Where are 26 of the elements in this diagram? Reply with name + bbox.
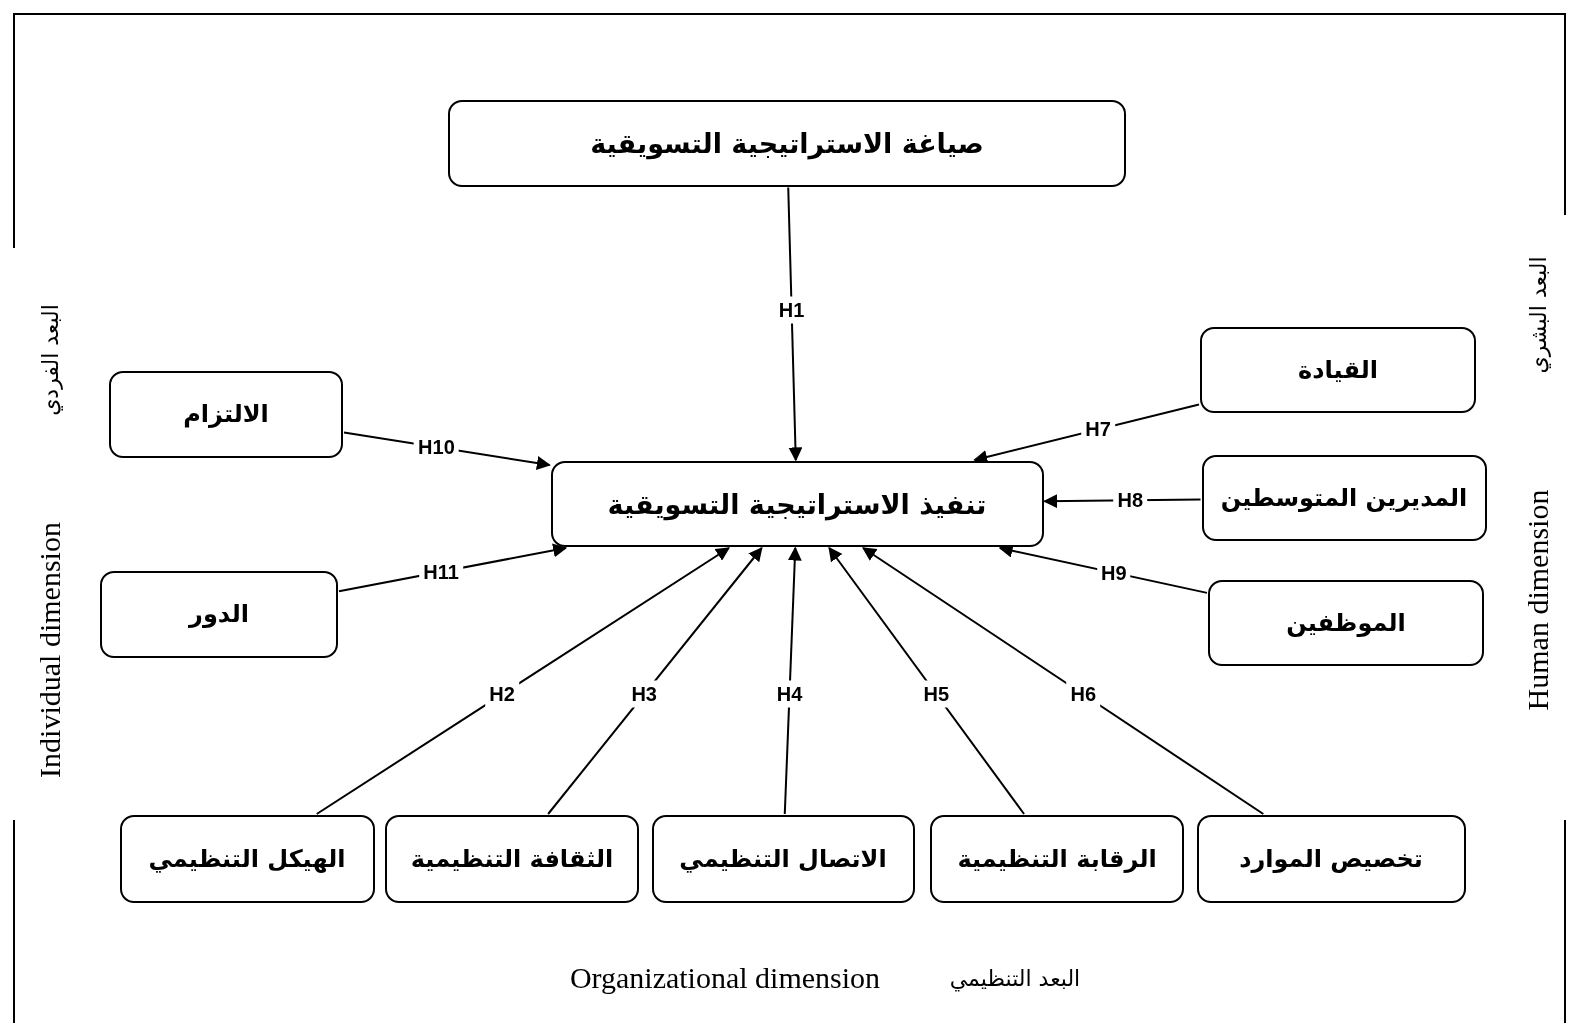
- edge-label: H6: [1066, 680, 1101, 708]
- arrow: [315, 547, 730, 815]
- concept-box: القيادة: [1200, 327, 1476, 413]
- concept-box: تخصيص الموارد: [1196, 815, 1466, 903]
- arrow: [787, 186, 803, 462]
- concept-box: الدور: [100, 570, 338, 658]
- dimension-label: Human dimension: [1521, 489, 1555, 711]
- concept-box: الاتصال التنظيمي: [651, 815, 915, 903]
- concept-box: الرقابة التنظيمية: [930, 815, 1184, 903]
- dimension-label: Individual dimension: [33, 522, 67, 778]
- concept-box: صياغة الاستراتيجية التسويقية: [448, 99, 1126, 187]
- arrow: [547, 546, 763, 815]
- dimension-label: البعد التنظيمي: [949, 965, 1081, 991]
- dimension-label: Organizational dimension: [569, 961, 881, 995]
- concept-box: المديرين المتوسطين: [1201, 455, 1487, 541]
- arrow: [862, 547, 1265, 815]
- arrow: [783, 546, 802, 815]
- concept-box: الالتزام: [109, 370, 343, 458]
- concept-box: الثقافة التنظيمية: [385, 815, 639, 903]
- concept-box: الهيكل التنظيمي: [119, 815, 375, 903]
- arrow: [828, 546, 1026, 815]
- edge-label: H2: [485, 680, 519, 708]
- dimension-label: البعد الفردي: [37, 304, 63, 416]
- dimension-label: البعد البشري: [1525, 256, 1551, 374]
- concept-box: الموظفين: [1208, 580, 1484, 666]
- concept-box: تنفيذ الاستراتيجية التسويقية: [550, 461, 1044, 547]
